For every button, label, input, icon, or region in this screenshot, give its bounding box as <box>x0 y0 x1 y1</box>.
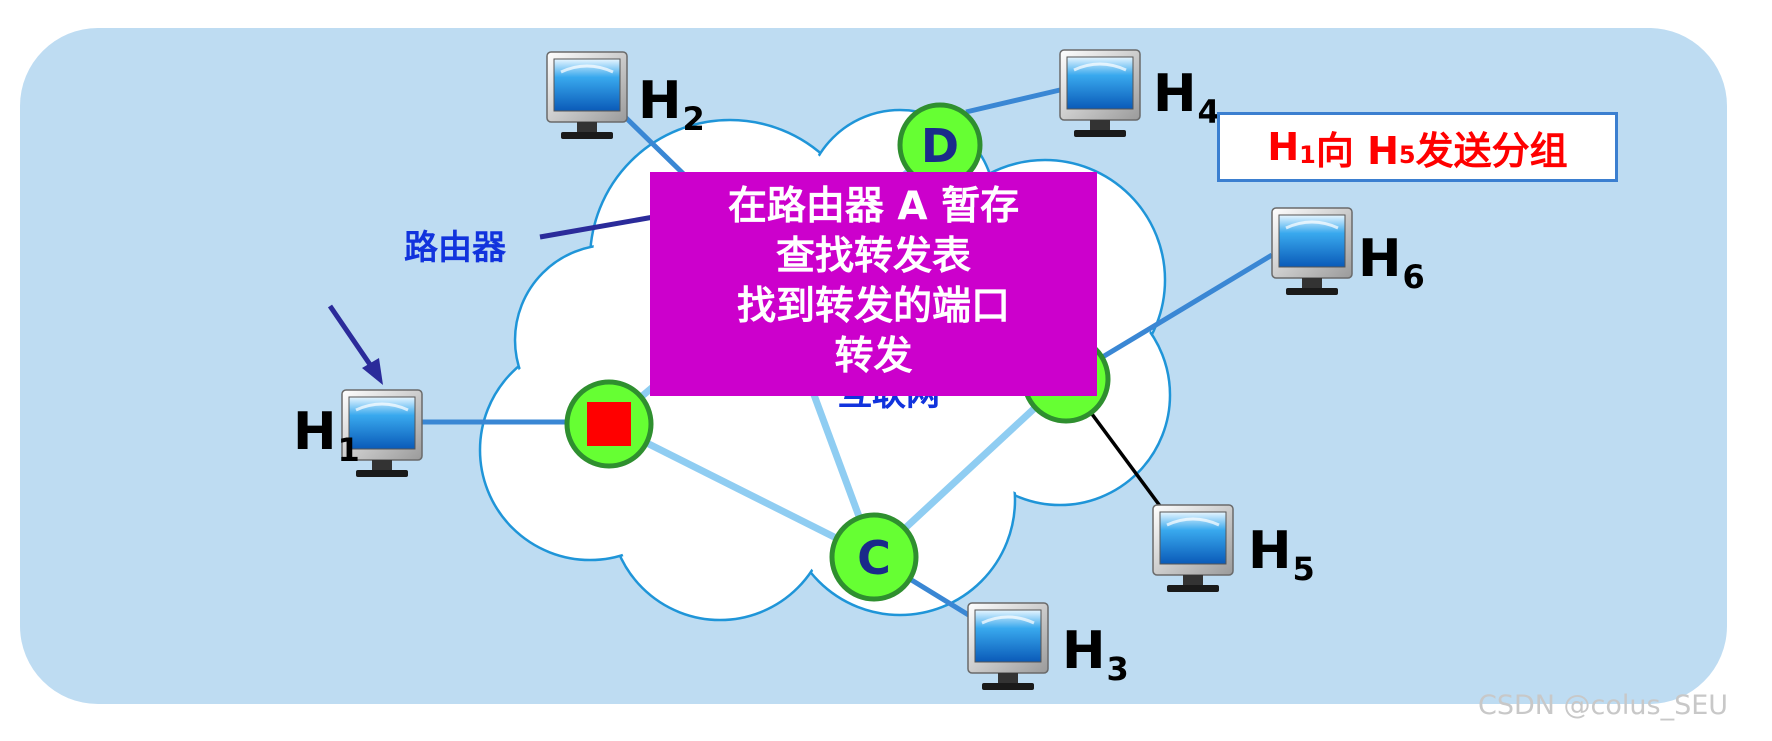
callout-line: 找到转发的端口 <box>736 284 1010 329</box>
host-h5-label: H5 <box>1248 521 1315 588</box>
host-h3-label: H3 <box>1062 621 1129 688</box>
host-h4-label: H4 <box>1153 64 1220 131</box>
router-label: 路由器 <box>404 228 506 268</box>
host-h1-label: H1 <box>293 402 360 469</box>
router-d: D <box>897 102 983 188</box>
router-c: C <box>829 512 919 602</box>
host-h6-label: H6 <box>1358 229 1425 296</box>
callout-line: 转发 <box>834 334 913 379</box>
forwarding-steps-callout: 在路由器 A 暂存 查找转发表 找到转发的端口 转发 <box>650 172 1097 396</box>
h1-arrow <box>327 304 383 385</box>
callout-line: 在路由器 A 暂存 <box>727 184 1020 229</box>
host-h2-label: H2 <box>638 71 705 138</box>
packet-icon <box>587 402 631 446</box>
router-c-label: C <box>857 531 891 585</box>
router-d-label: D <box>921 119 959 173</box>
router-a <box>564 379 654 469</box>
callout-line: 查找转发表 <box>775 234 971 279</box>
router-pointer-line <box>539 212 666 240</box>
watermark: CSDN @colus_SEU <box>1478 690 1729 721</box>
